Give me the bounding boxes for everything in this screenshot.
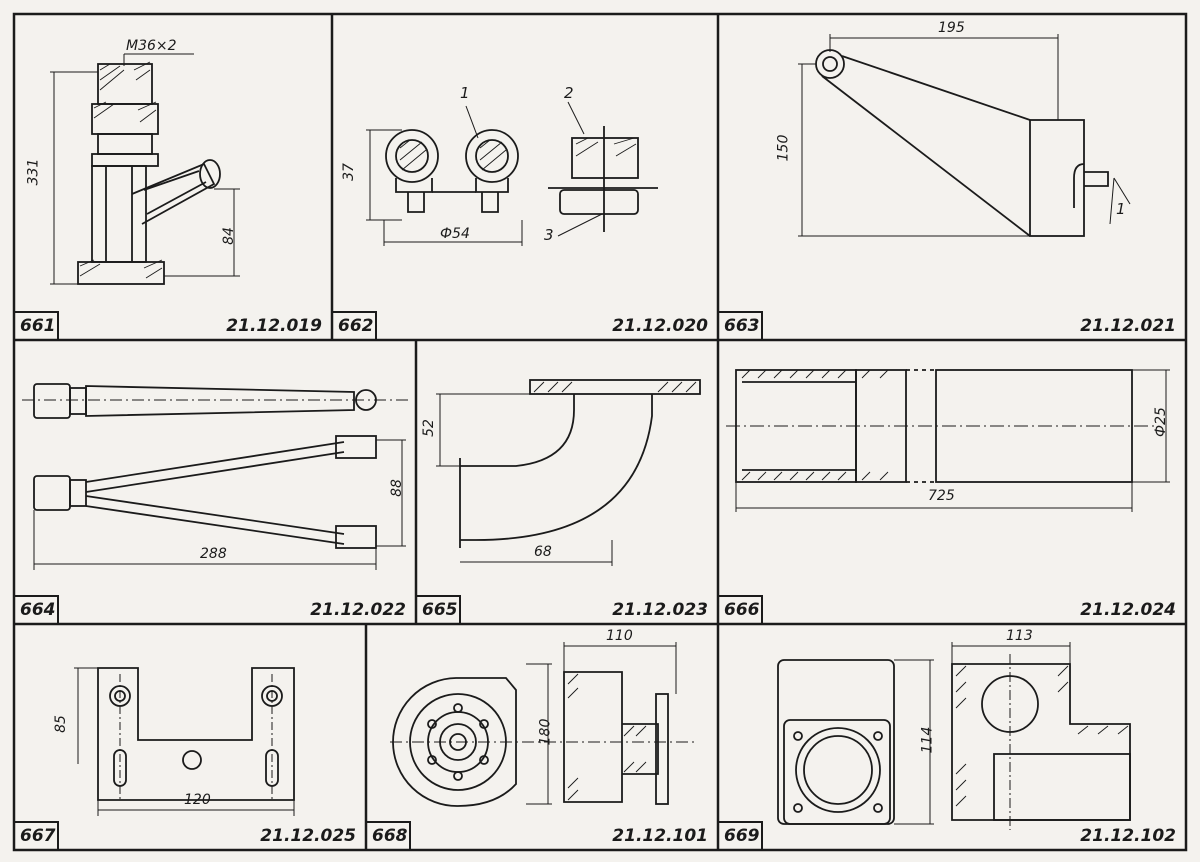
dim-length: 725 [928, 488, 955, 504]
part-664-drawing [22, 383, 408, 570]
dim-height: 114 [919, 726, 936, 754]
callout-3: 3 [544, 226, 554, 244]
dim-diameter: Ф54 [440, 226, 470, 242]
part-code: 21.12.025 [260, 826, 356, 846]
dim-length: 195 [938, 20, 965, 36]
part-665-drawing [436, 379, 701, 566]
dim-spread: 88 [388, 479, 405, 497]
part-code: 21.12.101 [612, 826, 708, 846]
panel-number: 665 [422, 600, 458, 620]
part-code: 21.12.024 [1080, 600, 1176, 620]
dim-height: 85 [52, 715, 69, 733]
dim-height: 331 [25, 158, 42, 186]
dim-length: 68 [534, 544, 552, 560]
dim-diameter: Ф25 [1152, 407, 1169, 437]
panel-number: 661 [20, 316, 56, 336]
dim-height: 150 [775, 134, 792, 162]
panel-667: 85 120 667 21.12.025 [14, 624, 366, 850]
panel-number: 664 [20, 600, 56, 620]
part-code: 21.12.021 [1080, 316, 1176, 336]
panel-664: 288 88 664 21.12.022 [14, 340, 416, 624]
panel-668: 110 180 668 21.12.101 [366, 624, 718, 850]
panel-662: 37 Ф54 1 2 3 662 21.12.020 [332, 14, 718, 340]
part-667-drawing [74, 667, 295, 816]
callout-2: 2 [564, 84, 574, 102]
panel-number: 662 [338, 316, 374, 336]
panel-number: 668 [372, 826, 408, 846]
dim-width: 120 [184, 792, 211, 808]
part-663-drawing [798, 34, 1131, 237]
panel-661: M36×2 331 84 661 21.12.019 [14, 14, 332, 340]
dim-length: 113 [1006, 628, 1033, 644]
part-669-drawing [777, 642, 1131, 830]
callout-1: 1 [460, 84, 470, 102]
panel-number: 663 [724, 316, 760, 336]
dim-branch: 84 [220, 227, 237, 245]
part-code: 21.12.102 [1080, 826, 1176, 846]
part-666-drawing [726, 369, 1170, 512]
panel-number: 666 [724, 600, 760, 620]
dim-height: 52 [420, 419, 437, 437]
panel-665: 52 68 665 21.12.023 [416, 340, 718, 624]
part-code: 21.12.019 [226, 316, 322, 336]
part-662-drawing [366, 101, 658, 246]
part-668-drawing [390, 642, 696, 807]
part-code: 21.12.022 [310, 600, 406, 620]
callout-1: 1 [1116, 200, 1126, 218]
part-code: 21.12.023 [612, 600, 708, 620]
part-661-drawing [50, 53, 240, 285]
dim-height: 180 [537, 718, 554, 746]
part-code: 21.12.020 [612, 316, 708, 336]
panel-666: Ф25 725 666 21.12.024 [718, 340, 1186, 624]
panel-number: 669 [724, 826, 760, 846]
dim-length: 110 [606, 628, 633, 644]
panel-663: 195 150 1 663 21.12.021 [718, 14, 1186, 340]
panel-669: 113 114 669 21.12.102 [718, 624, 1186, 850]
dim-thread: M36×2 [126, 38, 177, 54]
dim-length: 288 [200, 546, 227, 562]
dim-height: 37 [340, 163, 357, 181]
panel-number: 667 [20, 826, 56, 846]
